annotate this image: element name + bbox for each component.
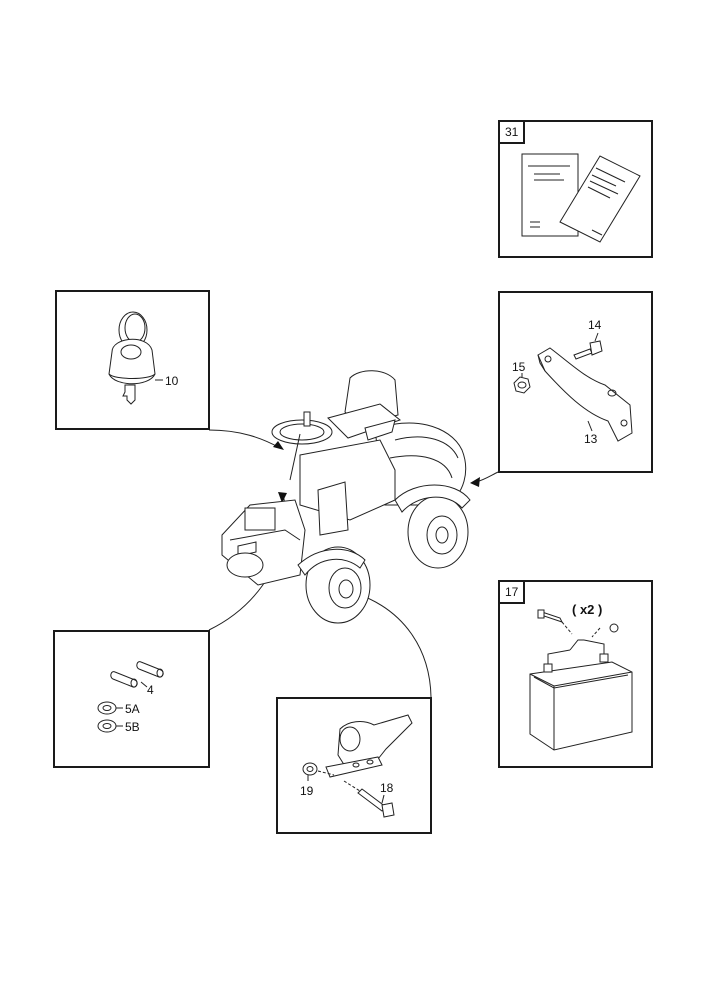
- callout-14: 14: [588, 318, 602, 332]
- hitch-box: 19 18: [276, 697, 432, 834]
- callout-5b: 5B: [125, 720, 140, 734]
- washer-19: [302, 762, 318, 776]
- bolt-14: [573, 348, 593, 360]
- manuals-box-number: 31: [500, 122, 526, 144]
- callout-19: 19: [300, 784, 314, 798]
- bracket-box: 14 15 13: [498, 291, 653, 473]
- pins-washers-drawing: [97, 661, 164, 733]
- battery-box: 17 ( x2 ): [498, 580, 653, 768]
- callout-15: 15: [512, 360, 526, 374]
- arrow-bracket: [470, 477, 480, 487]
- arrow-pins: [278, 492, 287, 503]
- connector-hitch: [354, 592, 432, 698]
- ignition-key-drawing: [108, 311, 163, 405]
- manual-booklets-drawing: [521, 153, 641, 243]
- hitch-drawing: [302, 714, 413, 818]
- battery-drawing: [529, 609, 633, 751]
- battery-body: [529, 661, 633, 751]
- manual-booklet-2: [559, 155, 641, 243]
- bolt-18: [357, 788, 387, 812]
- callout-10: 10: [165, 374, 179, 388]
- callout-13: 13: [584, 432, 598, 446]
- manuals-box: 31: [498, 120, 653, 258]
- battery-qty-label: ( x2 ): [572, 602, 603, 617]
- battery-nut: [609, 623, 619, 633]
- key-head: [108, 338, 156, 385]
- battery-bolt: [541, 611, 563, 623]
- washer-5b: [97, 719, 117, 733]
- callout-5a: 5A: [125, 702, 140, 716]
- callout-4: 4: [147, 683, 154, 697]
- bracket-13: [537, 347, 633, 442]
- pins-washers-box: 4 5A 5B: [53, 630, 210, 768]
- key-blade: [122, 384, 136, 405]
- battery-box-number: 17: [500, 582, 526, 604]
- callout-18: 18: [380, 781, 394, 795]
- bracket-drawing: [513, 332, 633, 442]
- nut-15: [513, 376, 531, 394]
- washer-5a: [97, 701, 117, 715]
- ignition-key-box: 10: [55, 290, 210, 430]
- arrow-key: [273, 441, 284, 450]
